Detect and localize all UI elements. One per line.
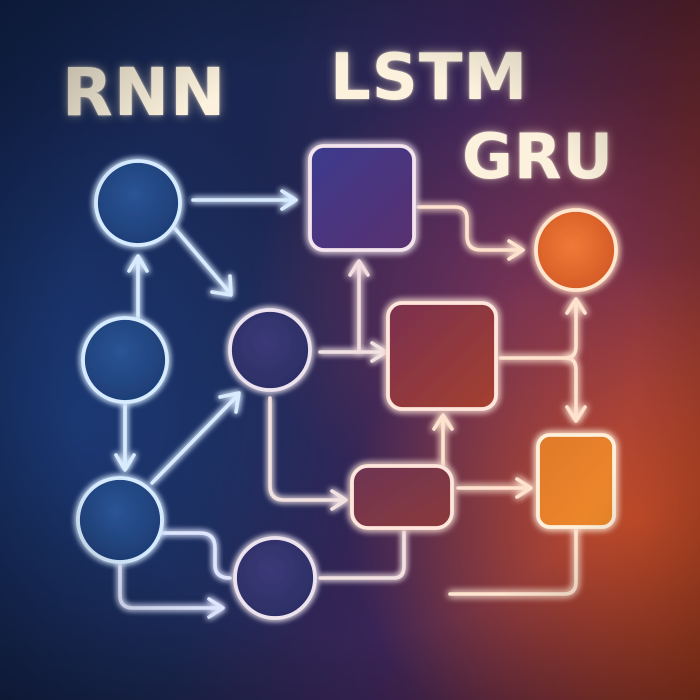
lstm-title: LSTM [330, 41, 529, 115]
edge-lstm-a-to-gru-a [416, 205, 525, 261]
edge-rnn-d-to-lstm-b [318, 341, 388, 363]
gru-title: GRU [462, 120, 614, 193]
edge-rnn-e-to-lstm-c [318, 530, 406, 580]
edge-lstm-b-to-lstm-a [348, 259, 370, 354]
edge-lstm-b-to-gru-a [498, 297, 587, 360]
rnn-node-e [233, 536, 317, 620]
lstm-node-b [386, 301, 498, 411]
rnn-title: RNN [62, 54, 227, 131]
edge-rnn-b-to-rnn-a [127, 254, 149, 320]
rnn-node-a [94, 159, 182, 247]
rnn-node-d [228, 308, 312, 392]
gru-node-a [534, 208, 618, 292]
edge-lstm-c-to-lstm-b [432, 413, 454, 470]
edge-rnn-c-to-rnn-d [150, 391, 241, 485]
edge-rnn-a-to-lstm-a [191, 189, 298, 211]
edge-lstm-b-to-gru-b [564, 356, 587, 423]
edge-rnn-b-to-rnn-c [114, 400, 136, 472]
lstm-node-a [308, 144, 416, 252]
rnn-node-b [81, 316, 169, 404]
edge-rnn-c-to-rnn-e-arrow [118, 558, 225, 619]
edge-rnn-c-to-rnn-e [158, 531, 232, 580]
rnn-node-c [76, 476, 164, 564]
gru-node-b [536, 433, 616, 529]
edge-lstm-c-to-gru-b [456, 477, 533, 499]
edge-rnn-a-to-rnn-d [170, 223, 233, 297]
edge-gru-b-return [448, 523, 578, 596]
edge-rnn-d-to-lstm-c [268, 396, 348, 511]
lstm-node-c [350, 464, 454, 530]
